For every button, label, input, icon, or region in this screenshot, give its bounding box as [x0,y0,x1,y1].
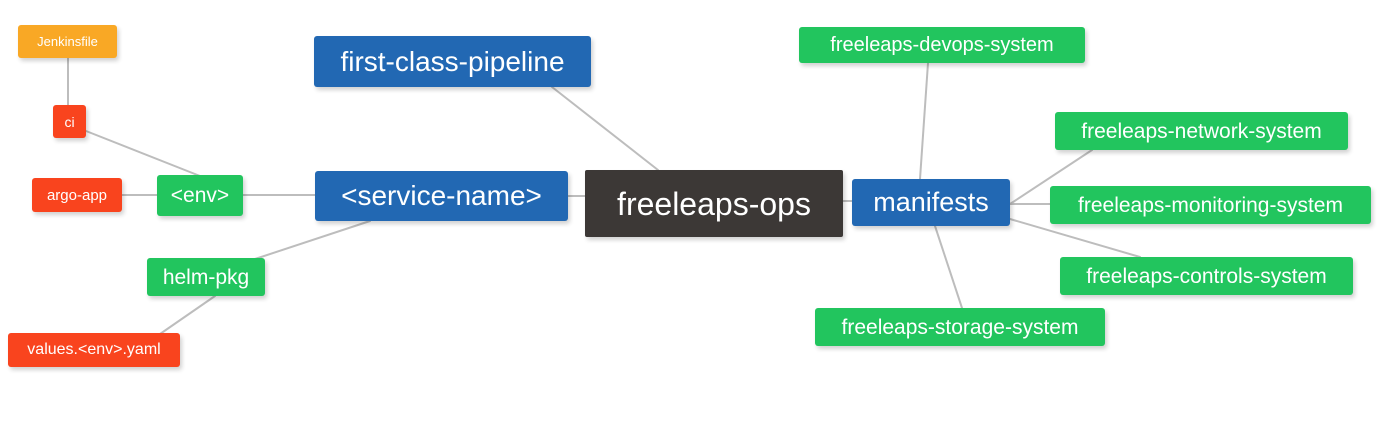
mindmap-node-freeleaps-network-system[interactable]: freeleaps-network-system [1055,112,1348,150]
mindmap-node-ci[interactable]: ci [53,105,86,138]
mindmap-node-freeleaps-ops[interactable]: freeleaps-ops [585,170,843,237]
mindmap-node-freeleaps-controls-system[interactable]: freeleaps-controls-system [1060,257,1353,295]
edge-ci-to-env [85,130,201,177]
mindmap-node-first-class-pipeline[interactable]: first-class-pipeline [314,36,591,87]
mindmap-node-manifests[interactable]: manifests [852,179,1010,226]
edge-first-class-pipeline-to-freeleaps-ops [551,86,659,171]
edge-manifests-to-freeleaps-controls-system [1009,218,1141,258]
edge-values-yaml-to-helm-pkg [159,295,216,335]
mindmap-node-service-name[interactable]: <service-name> [315,171,568,221]
mindmap-node-freeleaps-storage-system[interactable]: freeleaps-storage-system [815,308,1105,346]
mindmap-node-jenkinsfile[interactable]: Jenkinsfile [18,25,117,58]
edge-manifests-to-freeleaps-devops-system [919,62,929,180]
edge-helm-pkg-to-service-name [254,220,371,260]
mindmap-node-env[interactable]: <env> [157,175,243,216]
edge-manifests-to-freeleaps-storage-system [934,225,963,309]
mindmap-node-freeleaps-devops-system[interactable]: freeleaps-devops-system [799,27,1085,63]
mindmap-node-helm-pkg[interactable]: helm-pkg [147,258,265,296]
mindmap-node-values-yaml[interactable]: values.<env>.yaml [8,333,180,367]
mindmap-node-argo-app[interactable]: argo-app [32,178,122,212]
mindmap-node-freeleaps-monitoring-system[interactable]: freeleaps-monitoring-system [1050,186,1371,224]
